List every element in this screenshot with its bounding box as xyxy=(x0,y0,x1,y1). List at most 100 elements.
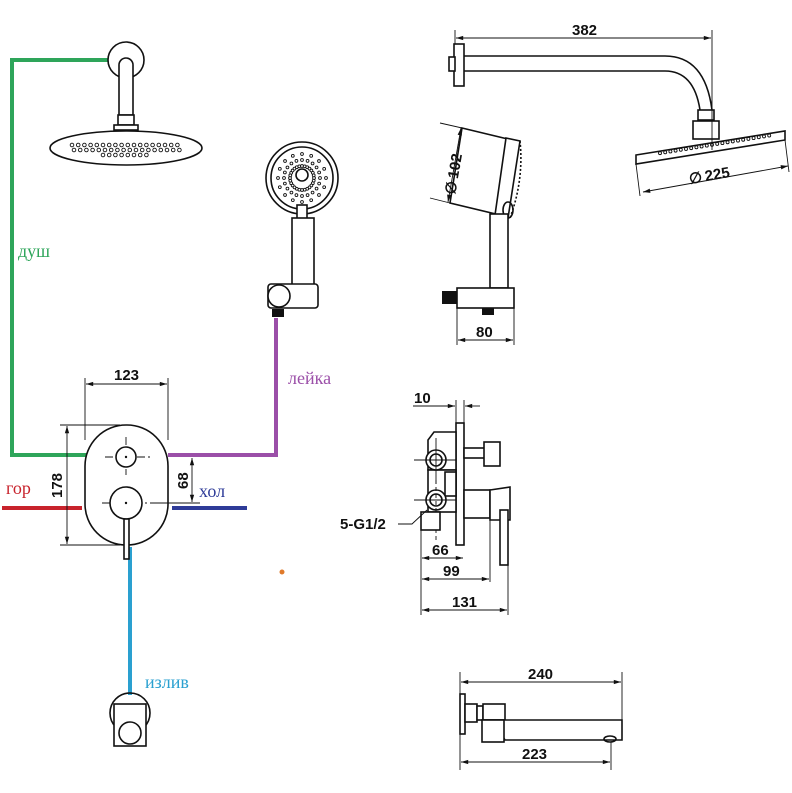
nozzle-dot xyxy=(314,165,319,170)
nozzle-dot xyxy=(704,143,709,148)
nozzle-dot xyxy=(317,170,321,175)
dim-102-group: ∅ 102 xyxy=(442,152,466,195)
nozzle-dot xyxy=(113,142,118,148)
nozzle-dot xyxy=(294,159,299,163)
nozzle-dot xyxy=(69,142,75,148)
dim-text-68: 68 xyxy=(175,472,192,489)
label-spout: излив xyxy=(145,672,189,692)
thread-spec: 5-G1/2 xyxy=(340,516,386,533)
nozzle-dot xyxy=(289,161,294,166)
nozzle-dot xyxy=(741,137,746,142)
nozzle-dot xyxy=(322,185,327,190)
spout-front xyxy=(109,692,151,747)
spout-side xyxy=(459,672,623,770)
nozzle-dot xyxy=(94,142,100,148)
nozzle-dot xyxy=(71,147,77,153)
nozzle-dot xyxy=(175,142,180,148)
nozzle-dot xyxy=(84,147,89,153)
handshower-pipe xyxy=(168,318,278,457)
nozzle-dot xyxy=(119,142,124,148)
nozzle-dot xyxy=(144,142,149,148)
nozzle-dot xyxy=(310,161,315,166)
nozzle-dot xyxy=(100,152,106,158)
nozzle-dot xyxy=(285,165,290,170)
nozzle-dot xyxy=(699,144,704,149)
nozzle-dot xyxy=(88,142,93,148)
nozzle-dot xyxy=(736,138,740,143)
dim-mixer-width xyxy=(84,378,169,440)
diameter-symbol: ∅ xyxy=(688,169,704,188)
nozzle-dot xyxy=(317,193,321,197)
nozzle-dot xyxy=(715,141,720,146)
nozzle-dot xyxy=(283,159,287,163)
dim-text-131: 131 xyxy=(452,594,477,611)
nozzle-dot xyxy=(137,142,143,148)
nozzle-dot xyxy=(311,173,316,178)
label-cold: хол xyxy=(199,481,225,501)
nozzle-dot xyxy=(294,193,299,197)
nozzle-dot xyxy=(82,142,87,148)
shower-pipe xyxy=(10,58,108,457)
nozzle-dot xyxy=(285,186,290,191)
nozzle-dot xyxy=(90,147,95,153)
nozzle-dot xyxy=(317,159,321,163)
nozzle-dot xyxy=(96,147,102,153)
label-handshower: лейка xyxy=(288,368,331,388)
dim-text-123: 123 xyxy=(114,367,139,384)
nozzle-dot xyxy=(300,158,304,162)
nozzle-dot xyxy=(751,136,756,141)
nozzle-dot xyxy=(684,146,688,151)
nozzle-dot xyxy=(318,176,322,180)
nozzle-dot xyxy=(290,198,295,203)
dim-text-66: 66 xyxy=(432,542,449,559)
nozzle-dot xyxy=(162,142,168,148)
nozzle-dot xyxy=(106,142,112,148)
nozzle-dot xyxy=(113,152,118,158)
nozzle-dot xyxy=(689,146,694,151)
nozzle-dot xyxy=(119,152,124,158)
nozzle-dot xyxy=(668,149,673,154)
nozzle-dot xyxy=(276,176,280,180)
dim-text-99: 99 xyxy=(443,563,460,580)
dim-text-223: 223 xyxy=(522,746,547,763)
nozzle-dot xyxy=(658,151,662,156)
nozzle-dot xyxy=(131,152,137,158)
nozzle-dot xyxy=(746,136,751,141)
nozzle-dot xyxy=(168,142,174,148)
diameter-symbol-2: ∅ xyxy=(442,180,461,196)
dim-text-225: 225 xyxy=(703,164,731,185)
nozzle-dot xyxy=(100,142,106,148)
nozzle-dot xyxy=(125,142,131,148)
label-hot: гор xyxy=(6,478,31,498)
dim-text-382: 382 xyxy=(572,22,597,39)
nozzle-dot xyxy=(283,181,287,186)
dim-text-80: 80 xyxy=(476,324,493,341)
nozzle-dot xyxy=(164,147,170,153)
nozzle-dot xyxy=(290,153,295,158)
orange-dot xyxy=(279,569,285,575)
nozzle-dot xyxy=(663,150,668,155)
nozzle-dot xyxy=(305,159,310,163)
nozzle-dot xyxy=(289,190,294,195)
dim-axis-spacing xyxy=(150,458,200,504)
shower-arm-side xyxy=(448,30,790,197)
dim-text-10: 10 xyxy=(414,390,431,407)
nozzle-dot xyxy=(282,176,286,180)
nozzle-dot xyxy=(133,147,139,153)
nozzle-dot xyxy=(139,147,145,153)
nozzle-dot xyxy=(762,134,766,139)
nozzle-dot xyxy=(177,147,182,153)
dim-text-240: 240 xyxy=(528,666,553,683)
nozzle-dot xyxy=(108,147,114,153)
nozzle-dot xyxy=(115,147,120,153)
nozzle-dot xyxy=(309,153,314,158)
nozzle-dots xyxy=(69,142,182,158)
dim-mixer-height xyxy=(60,424,120,546)
nozzle-dot xyxy=(310,190,315,195)
nozzle-dot xyxy=(102,147,108,153)
nozzle-dot xyxy=(144,152,149,158)
nozzle-dot xyxy=(137,152,143,158)
nozzle-dot xyxy=(725,140,730,145)
nozzle-dot xyxy=(673,148,678,153)
nozzle-dot xyxy=(324,176,328,180)
